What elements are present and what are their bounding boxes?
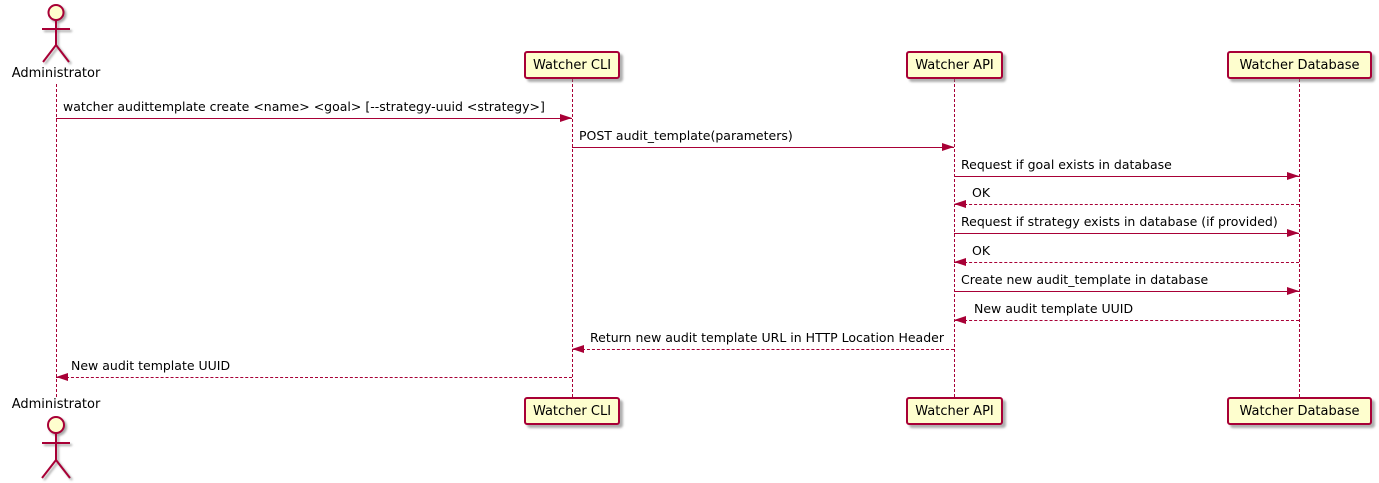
message-5-label: Request if strategy exists in database (… xyxy=(961,214,1278,229)
message-5-line xyxy=(954,229,1299,237)
actor-icon xyxy=(42,4,70,63)
arrowhead-left-icon xyxy=(572,345,584,353)
message-8-line xyxy=(954,316,1299,324)
message-4-line xyxy=(954,200,1299,208)
participant-watcher-database-top: Watcher Database xyxy=(1227,51,1372,79)
arrowhead-right-icon xyxy=(942,143,954,151)
arrowhead-left-icon xyxy=(56,373,68,381)
participant-watcher-api-bottom: Watcher API xyxy=(906,397,1003,425)
participant-watcher-cli-top: Watcher CLI xyxy=(524,51,620,79)
arrowhead-left-icon xyxy=(954,316,966,324)
actor-icon xyxy=(41,416,71,479)
participant-watcher-api-top: Watcher API xyxy=(906,51,1003,79)
arrowhead-right-icon xyxy=(1287,229,1299,237)
message-4-label: OK xyxy=(972,185,991,200)
message-3-label: Request if goal exists in database xyxy=(961,157,1172,172)
message-2-line xyxy=(572,143,954,151)
message-10-line xyxy=(56,373,572,381)
lifeline-administrator xyxy=(56,84,57,397)
lifeline-watcher-database xyxy=(1299,79,1300,397)
message-9-label: Return new audit template URL in HTTP Lo… xyxy=(590,330,944,345)
lifeline-watcher-cli xyxy=(572,79,573,397)
participant-watcher-database-bottom: Watcher Database xyxy=(1227,397,1372,425)
message-2-label: POST audit_template(parameters) xyxy=(579,128,793,143)
message-7-line xyxy=(954,287,1299,295)
message-6-line xyxy=(954,258,1299,266)
arrowhead-right-icon xyxy=(560,114,572,122)
arrowhead-left-icon xyxy=(954,258,966,266)
message-8-label: New audit template UUID xyxy=(974,301,1134,316)
arrowhead-left-icon xyxy=(954,200,966,208)
actor-label-administrator-bottom: Administrator xyxy=(11,397,101,412)
message-3-line xyxy=(954,172,1299,180)
actor-label-administrator-top: Administrator xyxy=(11,66,101,81)
arrowhead-right-icon xyxy=(1287,287,1299,295)
message-7-label: Create new audit_template in database xyxy=(961,272,1209,287)
message-6-label: OK xyxy=(972,243,991,258)
message-10-label: New audit template UUID xyxy=(71,358,231,373)
message-1-line xyxy=(56,114,572,122)
lifeline-watcher-api xyxy=(954,79,955,397)
participant-watcher-cli-bottom: Watcher CLI xyxy=(524,397,620,425)
arrowhead-right-icon xyxy=(1287,172,1299,180)
message-9-line xyxy=(572,345,954,353)
message-1-label: watcher audittemplate create <name> <goa… xyxy=(63,99,545,114)
